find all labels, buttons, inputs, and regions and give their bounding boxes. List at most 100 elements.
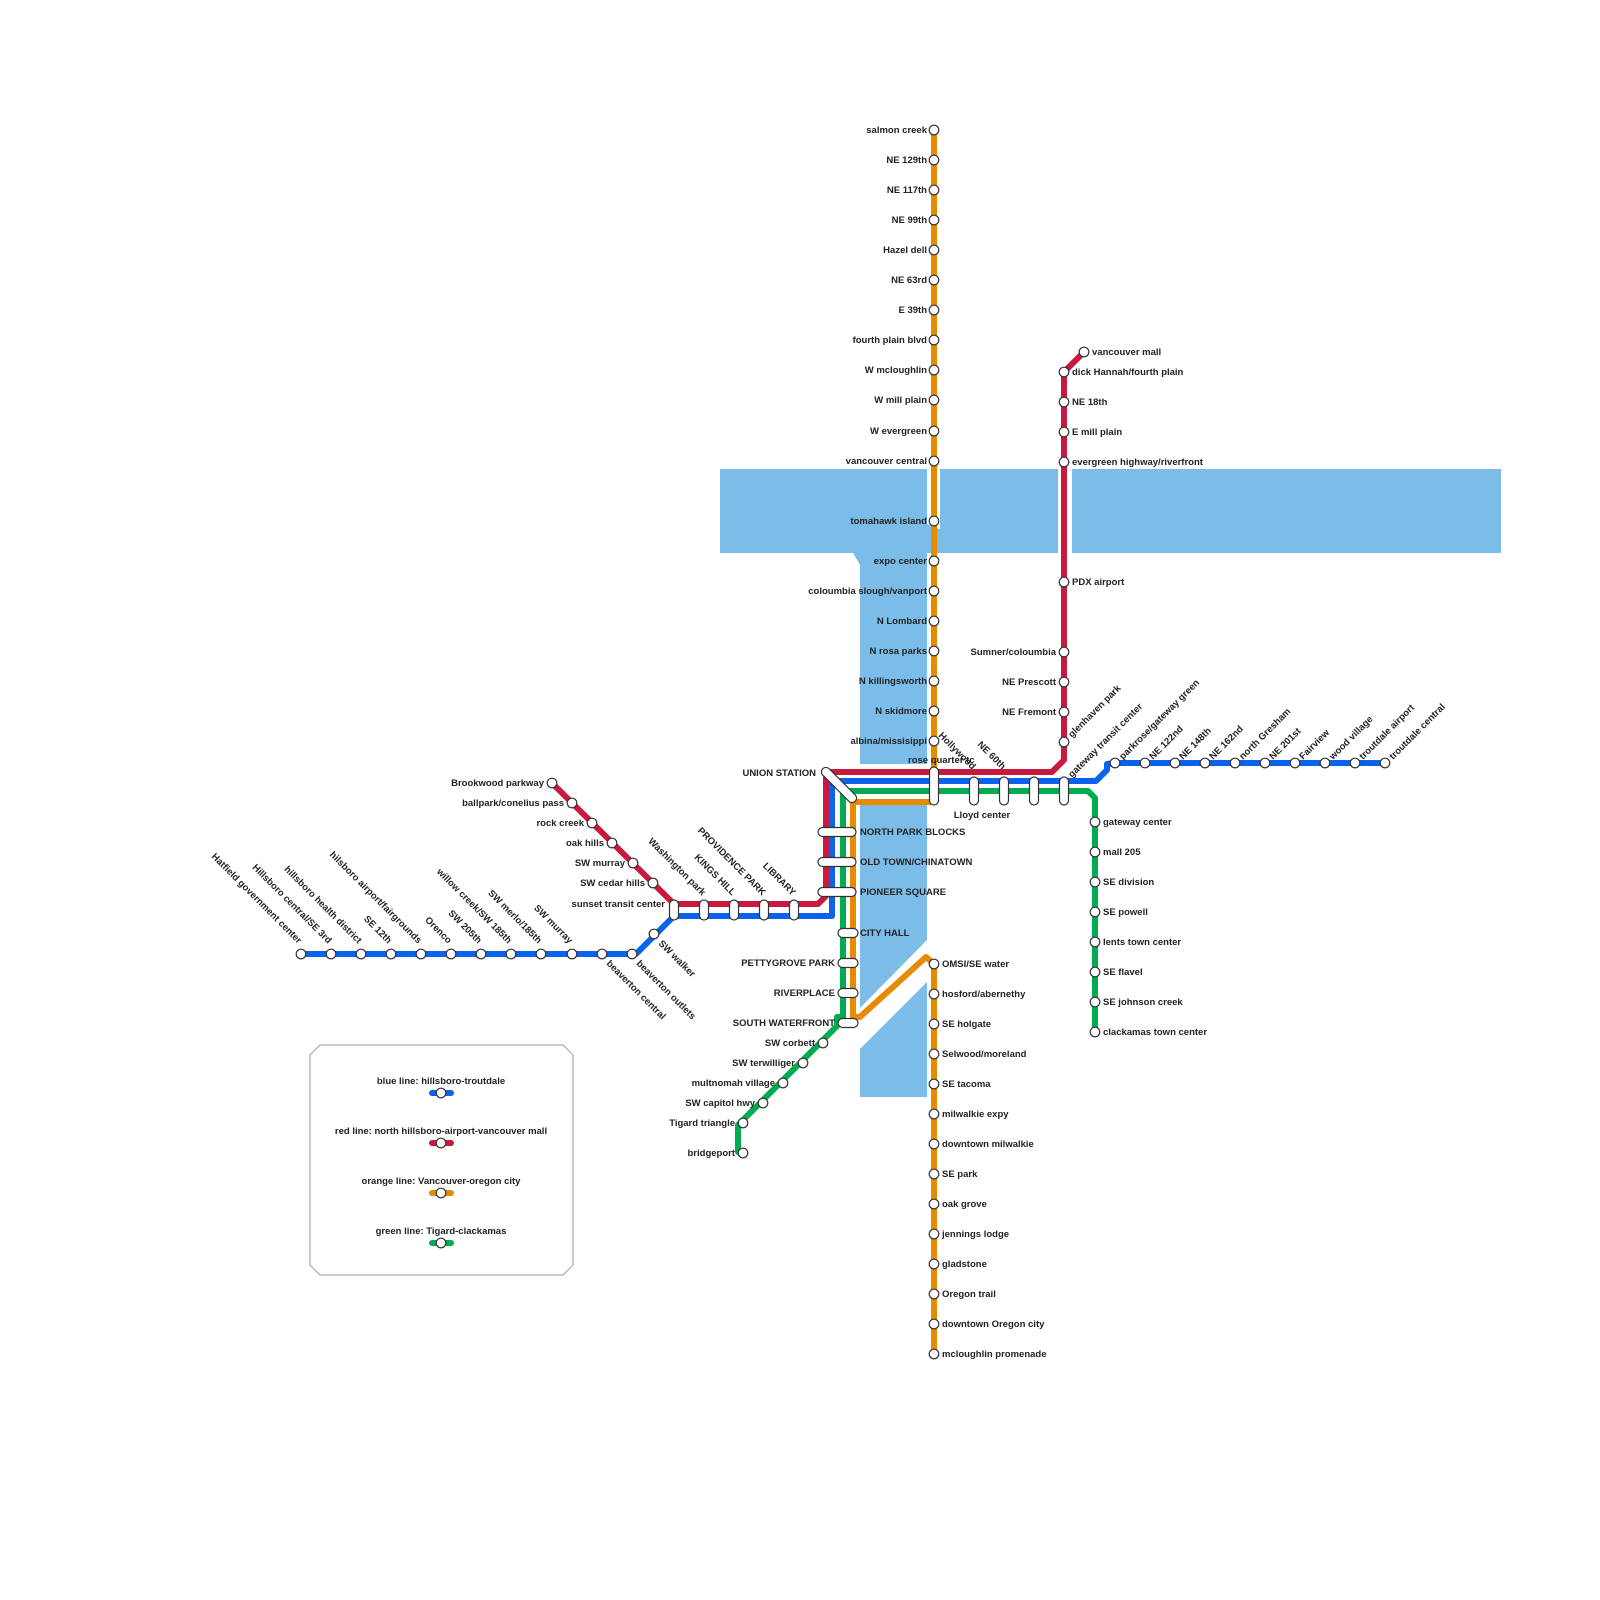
stop-sw-cedar-hills[interactable] xyxy=(647,877,659,889)
stop-sw-terwilliger[interactable] xyxy=(797,1057,809,1069)
interchange-hollywood[interactable] xyxy=(968,776,980,806)
stop-oak-grove[interactable] xyxy=(928,1198,940,1210)
stop-ne-117th[interactable] xyxy=(928,184,940,196)
stop-tomahawk-island[interactable] xyxy=(928,515,940,527)
stop-oregon-trail[interactable] xyxy=(928,1288,940,1300)
stop-hatfield-government-center[interactable] xyxy=(295,948,307,960)
interchange-old-town-chinatown[interactable] xyxy=(817,856,857,868)
interchange-rose-quarter-tc[interactable] xyxy=(928,766,940,806)
stop-ne-63rd[interactable] xyxy=(928,274,940,286)
interchange-sunset-transit-center[interactable] xyxy=(668,899,680,921)
stop-evergreen-highway-riverfront[interactable] xyxy=(1058,456,1070,468)
stop-mcloughlin-promenade[interactable] xyxy=(928,1348,940,1360)
stop-hillsboro-central-se-3rd[interactable] xyxy=(325,948,337,960)
stop-ne-fremont[interactable] xyxy=(1058,706,1070,718)
stop-salmon-creek[interactable] xyxy=(928,124,940,136)
stop-troutdale-central[interactable] xyxy=(1379,757,1391,769)
stop-se-holgate[interactable] xyxy=(928,1018,940,1030)
stop-rock-creek[interactable] xyxy=(586,817,598,829)
stop-bridgeport[interactable] xyxy=(737,1147,749,1159)
stop-albina-missisippi[interactable] xyxy=(928,735,940,747)
interchange-pioneer-square[interactable] xyxy=(817,886,857,898)
stop-hazel-dell[interactable] xyxy=(928,244,940,256)
stop-w-mill-plain[interactable] xyxy=(928,394,940,406)
stop-ballpark-conelius-pass[interactable] xyxy=(566,797,578,809)
interchange-providence-park[interactable] xyxy=(758,899,770,921)
stop-fairview[interactable] xyxy=(1289,757,1301,769)
stop-clackamas-town-center[interactable] xyxy=(1089,1026,1101,1038)
stop-n-killingsworth[interactable] xyxy=(928,675,940,687)
interchange-riverplace[interactable] xyxy=(837,987,859,999)
stop-orenco[interactable] xyxy=(445,948,457,960)
stop-lents-town-center[interactable] xyxy=(1089,936,1101,948)
stop-se-12th[interactable] xyxy=(385,948,397,960)
stop-brookwood-parkway[interactable] xyxy=(546,777,558,789)
stop-pdx-airport[interactable] xyxy=(1058,576,1070,588)
stop-vancouver-mall[interactable] xyxy=(1078,346,1090,358)
stop-dick-hannah-fourth-plain[interactable] xyxy=(1058,366,1070,378)
stop-mall-205[interactable] xyxy=(1089,846,1101,858)
stop-hillsboro-health-district[interactable] xyxy=(355,948,367,960)
stop-north-gresham[interactable] xyxy=(1229,757,1241,769)
interchange-library[interactable] xyxy=(788,899,800,921)
stop-se-park[interactable] xyxy=(928,1168,940,1180)
interchange-east-trunk-stop[interactable] xyxy=(1028,776,1040,806)
stop-ne-129th[interactable] xyxy=(928,154,940,166)
interchange-ne-60th[interactable] xyxy=(998,776,1010,806)
stop-ne-prescott[interactable] xyxy=(1058,676,1070,688)
stop-wood-village[interactable] xyxy=(1319,757,1331,769)
stop-sumner-coloumbia[interactable] xyxy=(1058,646,1070,658)
stop-omsi-se-water[interactable] xyxy=(928,958,940,970)
stop-vancouver-central[interactable] xyxy=(928,455,940,467)
stop-se-division[interactable] xyxy=(1089,876,1101,888)
stop-tigard-triangle[interactable] xyxy=(737,1117,749,1129)
stop-coloumbia-slough-vanport[interactable] xyxy=(928,585,940,597)
stop-ne-148th[interactable] xyxy=(1169,757,1181,769)
stop-n-skidmore[interactable] xyxy=(928,705,940,717)
stop-ne-201st[interactable] xyxy=(1259,757,1271,769)
stop-sw-walker[interactable] xyxy=(648,928,660,940)
stop-sw-205th[interactable] xyxy=(475,948,487,960)
stop-jennings-lodge[interactable] xyxy=(928,1228,940,1240)
stop-hosford-abernethy[interactable] xyxy=(928,988,940,1000)
interchange-gateway-transit-center[interactable] xyxy=(1058,776,1070,806)
stop-multnomah-village[interactable] xyxy=(777,1077,789,1089)
stop-e-39th[interactable] xyxy=(928,304,940,316)
stop-troutdale-airport[interactable] xyxy=(1349,757,1361,769)
stop-se-powell[interactable] xyxy=(1089,906,1101,918)
stop-n-rosa-parks[interactable] xyxy=(928,645,940,657)
stop-milwalkie-expy[interactable] xyxy=(928,1108,940,1120)
stop-fourth-plain-blvd[interactable] xyxy=(928,334,940,346)
stop-ne-122nd[interactable] xyxy=(1139,757,1151,769)
stop-beaverton-outlets[interactable] xyxy=(626,948,638,960)
stop-downtown-oregon-city[interactable] xyxy=(928,1318,940,1330)
stop-w-evergreen[interactable] xyxy=(928,425,940,437)
stop-gladstone[interactable] xyxy=(928,1258,940,1270)
stop-sw-capitol-hwy[interactable] xyxy=(757,1097,769,1109)
stop-selwood-moreland[interactable] xyxy=(928,1048,940,1060)
stop-se-tacoma[interactable] xyxy=(928,1078,940,1090)
stop-se-johnson-creek[interactable] xyxy=(1089,996,1101,1008)
interchange-city-hall[interactable] xyxy=(837,927,859,939)
stop-sw-murray[interactable] xyxy=(627,857,639,869)
stop-beaverton-central[interactable] xyxy=(596,948,608,960)
stop-expo-center[interactable] xyxy=(928,555,940,567)
stop-ne-99th[interactable] xyxy=(928,214,940,226)
stop-gateway-center[interactable] xyxy=(1089,816,1101,828)
interchange-washington-park[interactable] xyxy=(698,899,710,921)
stop-sw-murray[interactable] xyxy=(566,948,578,960)
interchange-south-waterfront[interactable] xyxy=(837,1017,859,1029)
interchange-kings-hill[interactable] xyxy=(728,899,740,921)
stop-w-mcloughlin[interactable] xyxy=(928,364,940,376)
stop-ne-18th[interactable] xyxy=(1058,396,1070,408)
stop-parkrose-gateway-green[interactable] xyxy=(1109,757,1121,769)
stop-ne-162nd[interactable] xyxy=(1199,757,1211,769)
stop-oak-hills[interactable] xyxy=(606,837,618,849)
stop-n-lombard[interactable] xyxy=(928,615,940,627)
interchange-union-station[interactable] xyxy=(820,766,859,805)
stop-se-flavel[interactable] xyxy=(1089,966,1101,978)
stop-hilsboro-airport-fairgrounds[interactable] xyxy=(415,948,427,960)
stop-downtown-milwalkie[interactable] xyxy=(928,1138,940,1150)
interchange-pettygrove-park[interactable] xyxy=(837,957,859,969)
stop-sw-merlo-185th[interactable] xyxy=(535,948,547,960)
